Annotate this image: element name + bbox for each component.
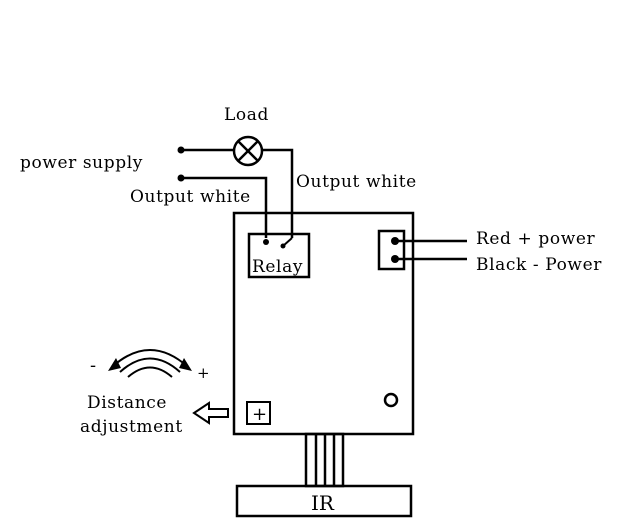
minus-label: - [90, 355, 96, 376]
load-output-wire [262, 148, 294, 238]
output-white-right-label: Output white [296, 172, 417, 192]
ir-cable [304, 432, 345, 488]
adjuster-plus-label: + [252, 404, 267, 425]
ir-sensor-bar [235, 484, 413, 518]
red-power-label: Red + power [476, 229, 596, 249]
black-power-label: Black - Power [476, 255, 602, 275]
distance-adjuster [246, 401, 271, 425]
supply-output-wire [181, 176, 268, 238]
distance-label: Distance [87, 393, 167, 413]
power-supply-terminals [177, 146, 234, 182]
output-white-left-label: Output white [130, 187, 251, 207]
adjustment-label: adjustment [80, 417, 183, 437]
hollow-left-arrow-icon [192, 401, 229, 425]
sound-wave-arrows-icon [108, 349, 192, 378]
plus-label: + [197, 364, 210, 382]
power-supply-label: power supply [20, 153, 143, 173]
relay-label: Relay [252, 257, 303, 277]
ir-label: IR [311, 491, 335, 515]
mounting-hole [383, 392, 399, 408]
load-lamp-icon [232, 135, 264, 167]
relay-block [247, 232, 311, 279]
power-connector [377, 229, 467, 271]
load-label: Load [224, 105, 269, 125]
